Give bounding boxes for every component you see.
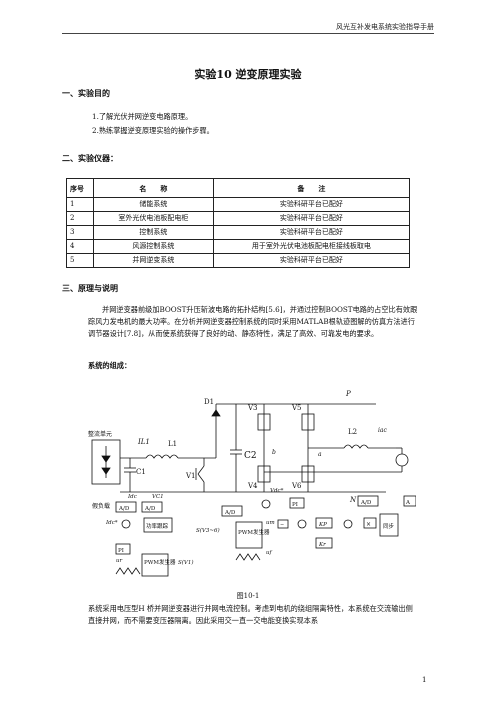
- table-header-row: 序号 名 称 备 注: [66, 178, 411, 198]
- equipment-table: 序号 名 称 备 注 1 储能系统 实验科研平台已配好 2 室外光伏电池板配电柜…: [66, 178, 411, 268]
- footer-text: 系统采用电压型H 桥并网逆变器进行并网电流控制。考虑到电机的绕组隔离特性，本系统…: [88, 604, 413, 625]
- table-row: 1 储能系统 实验科研平台已配好: [66, 197, 411, 212]
- capacitor-c2-label: C2: [244, 451, 257, 461]
- uf-label: uf: [266, 550, 273, 556]
- composition-heading: 系统的组成：: [88, 361, 132, 370]
- svg-text:×: ×: [366, 521, 371, 528]
- switch-v3-label: V3: [247, 404, 258, 412]
- rail-p-label: P: [345, 390, 351, 398]
- ur-label: ur: [116, 558, 123, 564]
- switch-v5-label: V5: [291, 404, 302, 412]
- ad-block-3: A/D: [224, 510, 236, 516]
- table-row: 5 并网逆变系统 实验科研平台已配好: [66, 253, 411, 268]
- principle-paragraph: 并网逆变器前级加BOOST升压斩波电路的拓扑结构[5.6]，并通过控制BOOST…: [88, 304, 418, 340]
- s-v36-label: S(V3~6): [196, 527, 220, 534]
- pwm-block-2: PWM发生器: [238, 528, 270, 536]
- inductor-l1-label: L1: [168, 440, 177, 448]
- table-cell: 3: [66, 225, 94, 240]
- table-cell: 实验科研平台已配好: [212, 253, 411, 268]
- figure-caption: 图10-1: [236, 592, 260, 600]
- idc-label: Idc: [127, 494, 137, 500]
- table-cell: 并网逆变系统: [93, 253, 214, 268]
- pwm-block-1: PWM发生器: [144, 558, 176, 566]
- idc-ref-label: Idc*: [105, 520, 118, 526]
- diode-d1-label: D1: [204, 398, 214, 406]
- ad-block-2: A/D: [144, 506, 156, 512]
- table-cell: 1: [66, 197, 94, 212]
- grid-source: [395, 453, 409, 467]
- section-equipment-heading: 二、实验仪器：: [62, 153, 118, 163]
- table-cell: 室外光伏电池板配电柜: [93, 211, 214, 226]
- header-rule: [62, 33, 434, 34]
- switch-v1-label: V1: [185, 472, 196, 480]
- purpose-item-2: 2.熟练掌握逆变原理实验的操作步骤。: [92, 126, 214, 135]
- principle-text: 并网逆变器前级加BOOST升压斩波电路的拓扑结构[5.6]，并通过控制BOOST…: [88, 305, 418, 338]
- table-row: 4 风源控制系统 用于室外光伏电池板配电柜接线板取电: [66, 239, 411, 254]
- section-principle-heading: 三、原理与说明: [62, 283, 118, 293]
- table-cell: 储能系统: [93, 197, 214, 212]
- capacitor-c1-label: C1: [136, 468, 146, 476]
- pi-block-2: PI: [292, 502, 298, 508]
- table-cell: 风源控制系统: [93, 239, 214, 254]
- table-cell: 实验科研平台已配好: [212, 225, 411, 240]
- table-header-cell: 序号: [66, 178, 94, 198]
- h-bridge: V3 V4 V5 V6 b a: [247, 404, 322, 492]
- rectifier-unit: 整流单元: [88, 430, 121, 485]
- rail-n-label: N: [349, 496, 357, 504]
- node-b-label: b: [272, 449, 276, 456]
- purpose-item-1: 1.了解光伏并网逆变电路原理。: [92, 112, 193, 121]
- table-row: 2 室外光伏电池板配电柜 实验科研平台已配好: [66, 211, 411, 226]
- table-cell: 4: [66, 239, 94, 254]
- page-number: 1: [422, 676, 427, 684]
- switch-v6-label: V6: [291, 482, 302, 490]
- inductor-l2: [343, 444, 369, 449]
- table-cell: 5: [66, 253, 94, 268]
- footer-paragraph: 系统采用电压型H 桥并网逆变器进行并网电流控制。考虑到电机的绕组隔离特性，本系统…: [88, 603, 418, 627]
- current-il1-label: IL1: [137, 438, 150, 446]
- table-row: 3 控制系统 实验科研平台已配好: [66, 225, 411, 240]
- current-iac-label: iac: [378, 427, 387, 434]
- table-header-cell: 备 注: [212, 178, 411, 198]
- rectifier-label: 整流单元: [88, 430, 112, 438]
- inductor-l1: [145, 454, 179, 459]
- pi-block-1: PI: [118, 548, 124, 554]
- table-cell: 实验科研平台已配好: [212, 197, 411, 212]
- ad-block-1: A/D: [118, 506, 130, 512]
- sync-block: 同步: [383, 523, 395, 530]
- kp-block: KP: [318, 522, 327, 528]
- kr-block: Kr: [318, 542, 326, 548]
- switch-v4-label: V4: [247, 482, 258, 490]
- dummy-load-label: 假负载: [92, 502, 110, 510]
- table-cell: 实验科研平台已配好: [212, 211, 411, 226]
- mppt-block: 功率跟踪: [146, 522, 169, 530]
- table-cell: 2: [66, 211, 94, 226]
- section-purpose-heading: 一、实验目的: [62, 88, 110, 98]
- table-cell: 控制系统: [93, 225, 214, 240]
- table-header-cell: 名 称: [93, 178, 214, 198]
- table-cell: 用于室外光伏电池板配电柜接线板取电: [212, 239, 411, 254]
- node-a-label: a: [318, 451, 322, 458]
- vc1-label: VC1: [152, 494, 164, 500]
- inductor-l2-label: L2: [348, 428, 357, 436]
- vdc-ref-label: Vdc*: [270, 488, 284, 494]
- svg-text:A: A: [405, 500, 411, 506]
- ad-block-4: A/D: [360, 500, 372, 506]
- svg-text:−: −: [280, 522, 284, 528]
- system-block-diagram: 整流单元 IL1 L1 C1 V1 D1 C2 V3 V4 V5 V6 b: [88, 390, 416, 577]
- running-header: 风光互补发电系统实验指导手册: [336, 23, 434, 31]
- um-label: um: [266, 520, 275, 526]
- s-v1-label: S(V1): [178, 559, 194, 566]
- page-title: 实验10 逆变原理实验: [194, 68, 302, 81]
